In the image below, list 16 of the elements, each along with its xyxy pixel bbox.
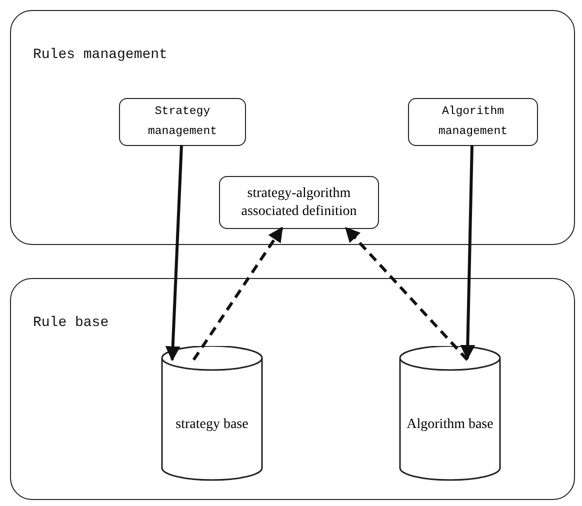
group-heading: Rules management [33,47,168,63]
box-label: Algorithm management [437,104,508,140]
process-box [219,176,379,229]
group-panel [10,278,575,500]
group-panel [10,10,575,245]
group-heading: Rule base [33,315,109,331]
database-label: strategy base [174,416,250,434]
box-label: Strategy management [146,104,218,140]
process-box [119,98,246,146]
dashed-arrow [344,226,468,361]
dashed-arrow [192,226,284,361]
process-box [408,98,538,146]
arrow [165,144,183,362]
arrow [460,144,476,360]
box-label: strategy-algorithm associated definition [240,184,358,220]
database-label: Algorithm base [406,416,494,434]
